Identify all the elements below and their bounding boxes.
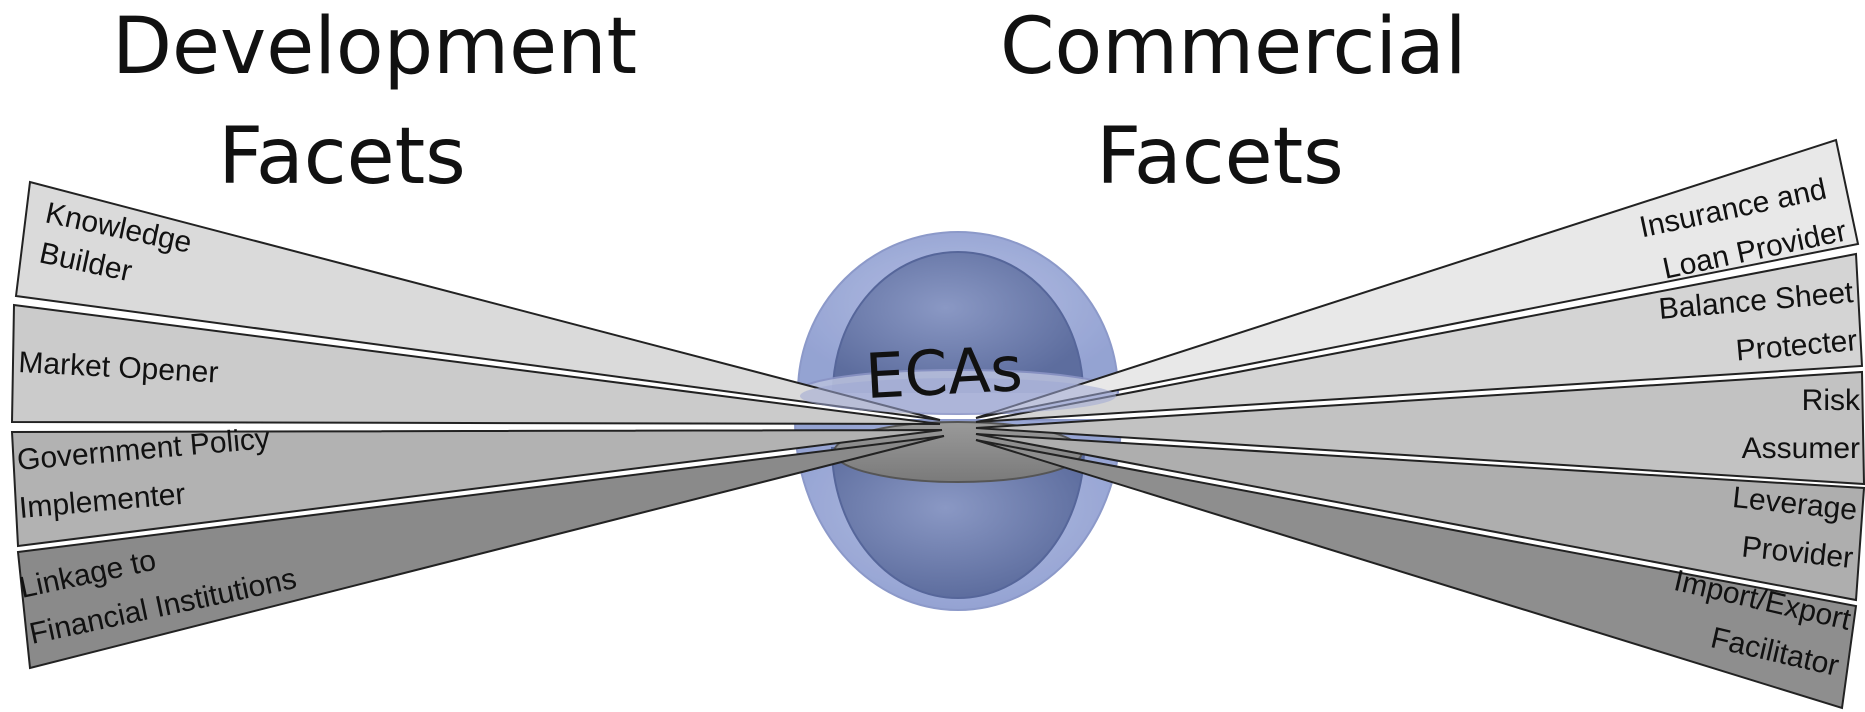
right-facet-label: Risk	[1802, 384, 1861, 417]
sphere-front-shade	[800, 378, 1116, 414]
right-blade-balance-sheet	[975, 252, 1864, 423]
right-blade-import-export	[975, 439, 1858, 710]
left-heading-line1: Development	[112, 2, 638, 92]
left-blade-market-opener	[10, 303, 941, 425]
left-heading-line2: Facets	[218, 112, 466, 202]
left-blades	[10, 180, 945, 670]
right-facet-label: Assumer	[1742, 432, 1860, 465]
center-label: ECAs	[863, 332, 1024, 413]
left-blade-linkage	[16, 435, 945, 670]
sphere-inner-top	[831, 251, 1085, 393]
right-heading-line1: Commercial	[1000, 2, 1467, 92]
sphere	[793, 231, 1123, 611]
right-blades	[975, 138, 1865, 710]
right-blade-insurance	[975, 138, 1860, 419]
right-blade-risk	[975, 370, 1865, 486]
sphere-inner-bottom	[830, 447, 1086, 599]
right-blade-leverage	[975, 433, 1865, 602]
left-blade-government-policy	[10, 429, 943, 548]
left-blade-knowledge-builder	[14, 180, 941, 421]
right-heading-line2: Facets	[1096, 112, 1344, 202]
